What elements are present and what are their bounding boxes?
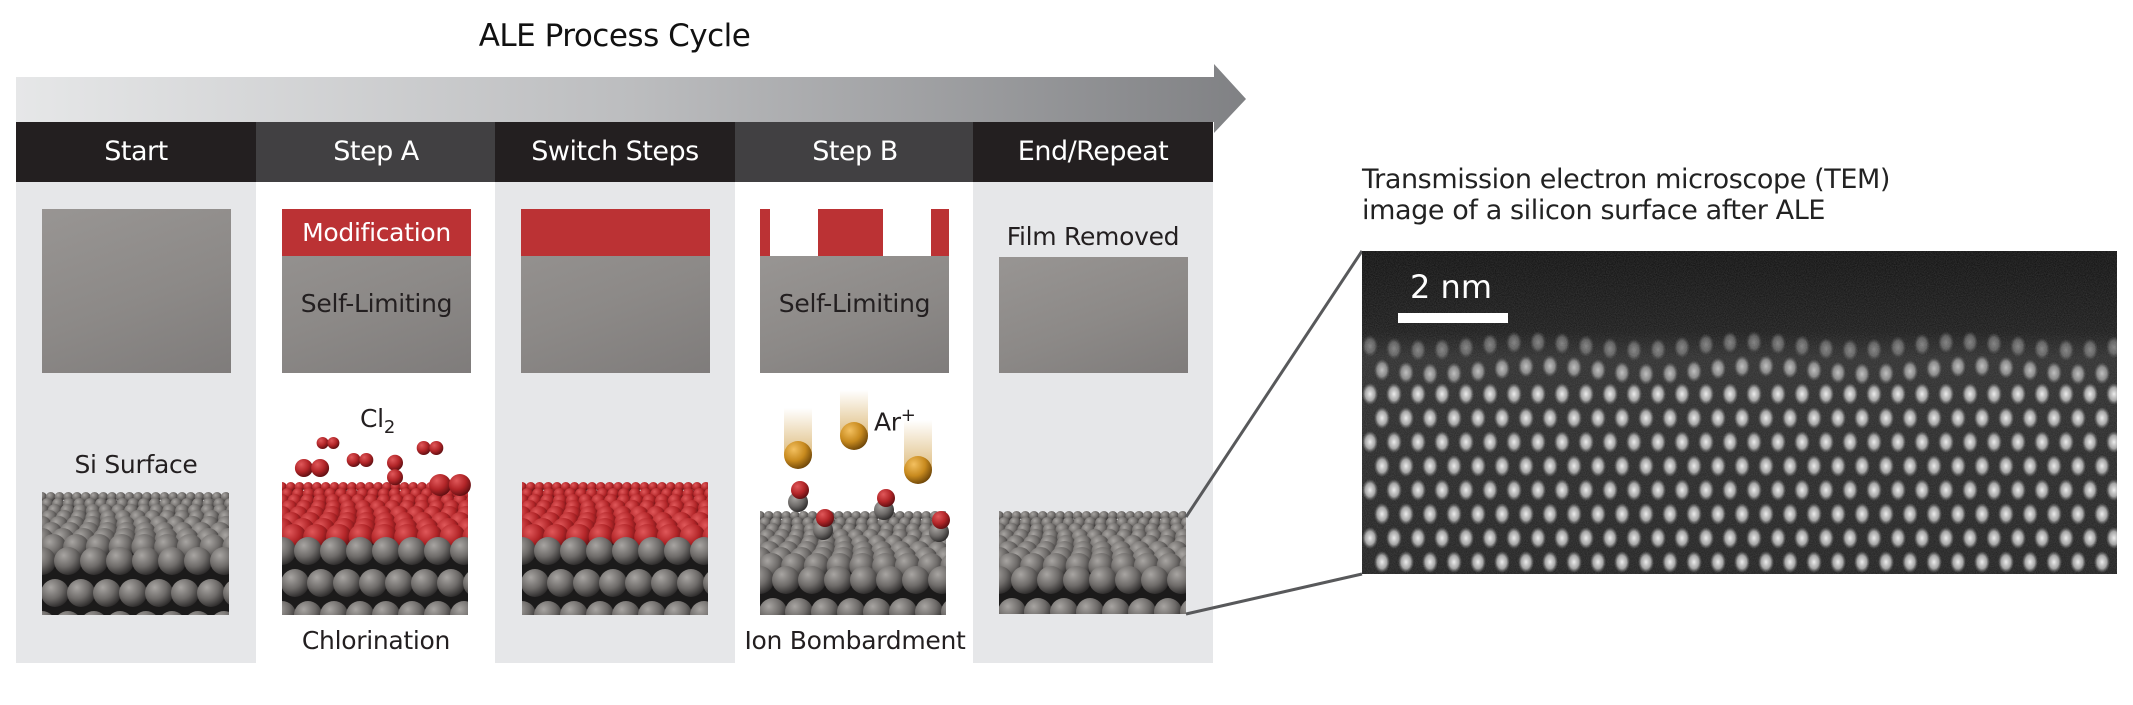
cl-slab-step-a xyxy=(282,482,468,615)
film-removed-label: Film Removed xyxy=(1006,222,1180,251)
cl2-molecule-icon xyxy=(416,441,444,455)
header-step-b: Step B xyxy=(735,122,975,182)
si-slab-step-b xyxy=(760,511,946,615)
process-arrow-icon xyxy=(16,64,1246,133)
cl2-molecule-icon xyxy=(316,437,340,449)
si-slab-end xyxy=(999,511,1186,614)
zoom-connector-top xyxy=(1184,250,1364,518)
sicl-byproduct-icon xyxy=(813,509,834,540)
ion-bombardment-label: Ion Bombardment xyxy=(744,626,966,655)
tem-caption-line-1: Transmission electron microscope (TEM) xyxy=(1362,164,1891,195)
header-switch-steps: Switch Steps xyxy=(495,122,735,182)
sicl-byproduct-icon xyxy=(788,481,809,512)
cl-slab-switch xyxy=(522,482,708,615)
sicl-byproduct-icon xyxy=(874,489,895,520)
tem-caption: Transmission electron microscope (TEM) i… xyxy=(1362,164,1890,226)
scale-bar xyxy=(1398,313,1508,323)
scale-bar-label: 2 nm xyxy=(1410,268,1492,306)
header-start: Start xyxy=(16,122,256,182)
argon-ion-icon xyxy=(904,420,932,484)
cl2-molecule-icon xyxy=(346,453,374,467)
si-slab-start xyxy=(42,492,229,615)
modification-layer xyxy=(282,209,471,256)
diagram-title: ALE Process Cycle xyxy=(478,18,751,54)
atomic-illustrations xyxy=(42,250,1364,616)
modification-remnant-3 xyxy=(931,209,949,256)
film-box-switch xyxy=(521,209,710,373)
header-end-repeat: End/Repeat xyxy=(973,122,1213,182)
self-limiting-label-b: Self-Limiting xyxy=(778,289,931,318)
film-box-step-a: Modification Self-Limiting xyxy=(282,209,471,373)
header-step-a: Step A xyxy=(256,122,496,182)
tem-caption-line-2: image of a silicon surface after ALE xyxy=(1362,195,1826,226)
si-surface-label: Si Surface xyxy=(74,450,198,479)
argon-ion-icon xyxy=(840,390,868,450)
cl2-molecule-icon xyxy=(387,454,403,486)
self-limiting-label-a: Self-Limiting xyxy=(300,289,453,318)
film-remaining xyxy=(760,256,949,373)
chlorination-label: Chlorination xyxy=(301,626,451,655)
cl2-molecule-icon xyxy=(429,474,471,496)
cl2-molecule-icon xyxy=(294,459,330,477)
film-box-start xyxy=(42,209,231,373)
film-box-end xyxy=(999,257,1188,373)
sicl-byproduct-icon xyxy=(929,511,950,542)
modification-layer-switch xyxy=(521,209,710,256)
zoom-connector-bottom xyxy=(1185,572,1363,616)
modification-remnant-2 xyxy=(818,209,883,256)
argon-ion-icon xyxy=(784,408,812,469)
cl2-label: Cl2 xyxy=(360,404,395,438)
tem-image xyxy=(1362,251,2117,574)
film-box-step-b: Self-Limiting xyxy=(760,209,949,373)
modification-label: Modification xyxy=(302,218,451,247)
modification-remnant-1 xyxy=(760,209,770,256)
